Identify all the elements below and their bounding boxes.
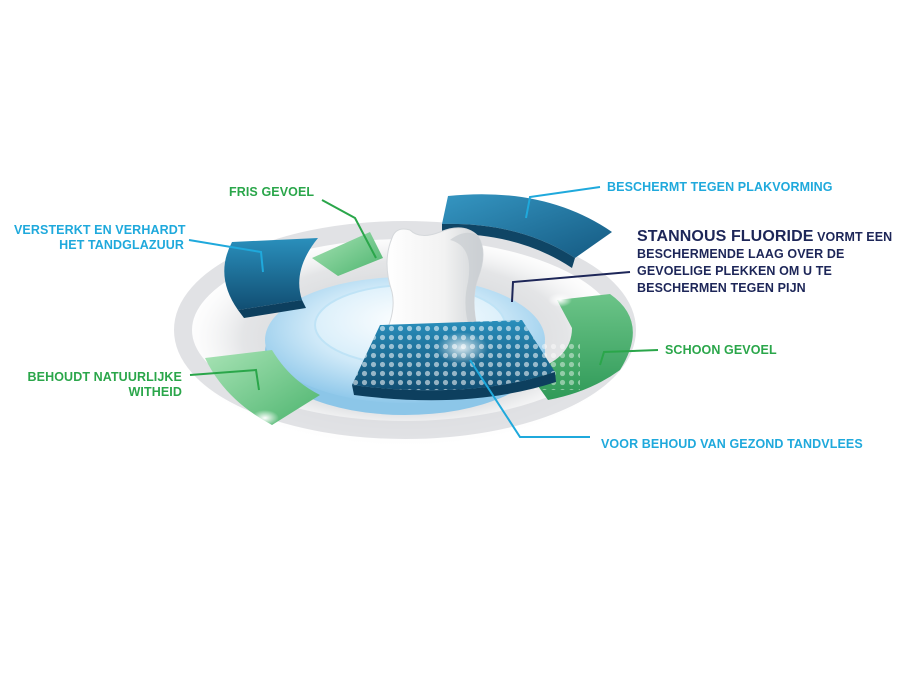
segment-left-teal-edge: [238, 300, 306, 318]
label-versterkt-line1: VERSTERKT EN VERHARDT: [14, 223, 186, 237]
label-behoudt-line1: BEHOUDT NATUURLIJKE: [27, 370, 182, 384]
label-fris-gevoel: FRIS GEVOEL: [229, 185, 315, 199]
label-stannous-line3: GEVOELIGE PLEKKEN OM U TE: [637, 264, 832, 278]
segment-front-teal-edge: [352, 372, 556, 401]
segment-back-right-teal: [442, 194, 612, 258]
tooth-shading: [450, 232, 483, 330]
label-stannous-line4: BESCHERMEN TEGEN PIJN: [637, 281, 806, 295]
label-stannous-line2: BESCHERMENDE LAAG OVER DE: [637, 247, 845, 261]
glow-right-green: [548, 293, 572, 307]
label-versterkt-line2: HET TANDGLAZUUR: [59, 238, 184, 252]
label-behoudt-witheid: BEHOUDT NATUURLIJKE WITHEID: [20, 370, 182, 400]
callout-line-beschermt: [525, 186, 601, 219]
label-stannous-fluoride: STANNOUS FLUORIDE VORMT EEN BESCHERMENDE…: [637, 228, 892, 297]
callout-line-schoon: [599, 349, 659, 366]
glow-front: [436, 332, 488, 364]
callout-line-fris: [321, 199, 377, 259]
callout-line-stannous: [511, 271, 631, 303]
callout-line-behoudt: [189, 368, 260, 391]
glow-left-green: [251, 410, 279, 426]
callout-line-voor-behoud: [469, 359, 590, 438]
label-behoudt-line2: WITHEID: [128, 385, 182, 399]
label-schoon-gevoel: SCHOON GEVOEL: [665, 343, 777, 357]
label-stannous-strong: STANNOUS FLUORIDE: [637, 228, 814, 245]
label-voor-behoud-tandvlees: VOOR BEHOUD VAN GEZOND TANDVLEES: [601, 437, 863, 451]
label-stannous-line1: STANNOUS FLUORIDE VORMT EEN: [637, 228, 892, 246]
label-stannous-line1-rest: VORMT EEN: [813, 230, 893, 244]
callout-line-versterkt: [188, 239, 264, 273]
label-versterkt-tandglazuur: VERSTERKT EN VERHARDT HET TANDGLAZUUR: [14, 223, 186, 253]
segment-left-green: [205, 350, 320, 425]
label-beschermt-plakvorming: BESCHERMT TEGEN PLAKVORMING: [607, 180, 833, 194]
segment-left-teal: [224, 238, 318, 310]
segment-back-left-green: [312, 232, 383, 276]
